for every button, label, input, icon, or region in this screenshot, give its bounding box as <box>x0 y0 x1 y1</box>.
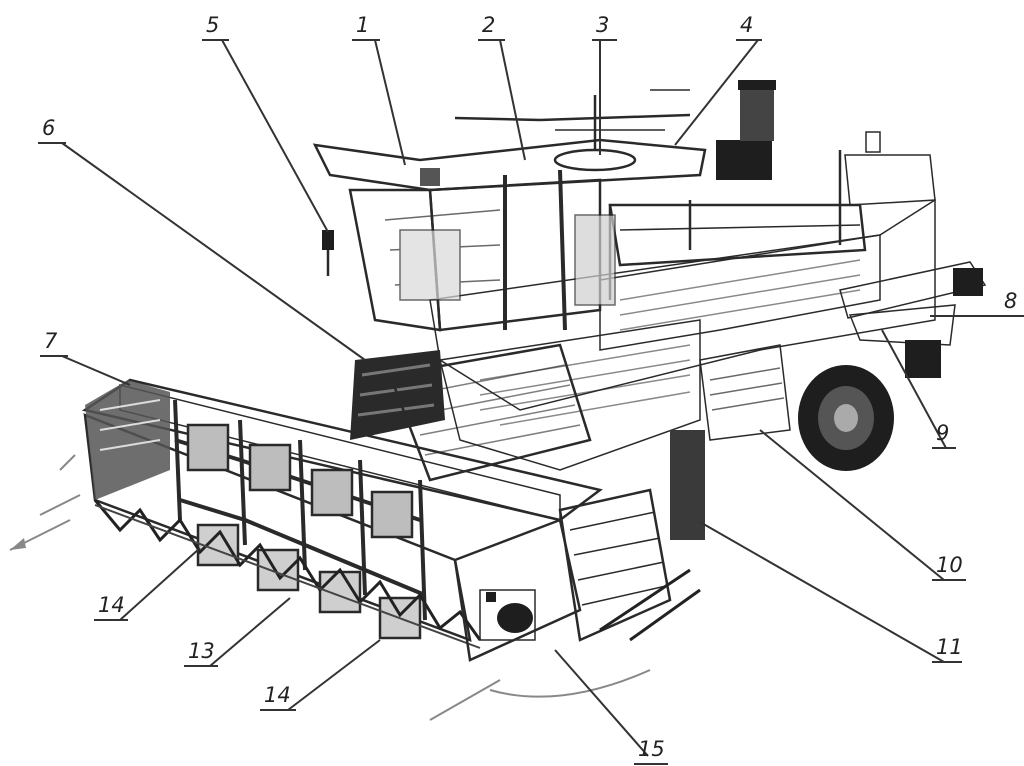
callout-label: 9 <box>936 421 949 445</box>
callout-label: 15 <box>638 737 665 761</box>
callout-c11: 11 <box>699 521 963 663</box>
callout-c6: 6 <box>38 116 366 361</box>
callout-label: 3 <box>596 13 609 37</box>
callout-label: 11 <box>936 635 963 659</box>
unloading-auger <box>839 261 987 378</box>
callout-label: 10 <box>936 553 963 577</box>
side-panel <box>670 344 791 540</box>
callout-c13: 13 <box>184 597 291 667</box>
leader-line <box>61 142 366 361</box>
callout-label: 6 <box>42 116 55 140</box>
callout-c1b: 7 <box>40 329 131 386</box>
cutter-bar-fingers <box>93 499 482 649</box>
callout-label: 1 <box>356 13 369 37</box>
header-reel <box>81 378 603 642</box>
callout-c1a: 1 <box>352 13 406 166</box>
feeder-house <box>388 343 592 482</box>
leader-line <box>209 597 291 667</box>
callout-label: 5 <box>206 13 219 37</box>
leader-line <box>499 39 526 161</box>
leader-line <box>554 649 649 757</box>
callout-c2: 2 <box>478 13 526 161</box>
engine-exhaust <box>716 80 776 180</box>
leader-line <box>221 39 329 233</box>
callout-c10: 10 <box>759 429 966 581</box>
main-body <box>429 198 936 471</box>
callout-label: 13 <box>188 639 215 663</box>
callout-label: 14 <box>264 683 291 707</box>
leader-line <box>699 521 945 663</box>
callout-c15: 15 <box>554 649 668 765</box>
header-end-box <box>453 518 582 662</box>
callout-label: 7 <box>44 329 58 353</box>
callout-c4: 4 <box>674 13 762 146</box>
leader-line <box>881 329 947 449</box>
callout-c14b: 14 <box>260 639 381 711</box>
motion-arrows <box>9 454 651 721</box>
callouts: 1 2 3 4 5 6 7 8 9 10 11 14 13 14 15 <box>38 13 1024 765</box>
leader-line <box>61 355 131 386</box>
header-auger-drum <box>558 488 701 642</box>
callout-c5: 5 <box>202 13 329 233</box>
callout-c3: 3 <box>592 13 617 155</box>
callout-c14a: 14 <box>94 547 201 621</box>
callout-c8: 8 <box>930 289 1024 317</box>
leader-line <box>287 639 381 711</box>
callout-label: 14 <box>98 593 125 617</box>
callout-c9: 9 <box>881 329 956 449</box>
leader-line <box>374 39 406 166</box>
leader-line <box>119 547 201 621</box>
machine-illustration <box>9 80 987 721</box>
side-light <box>322 230 334 276</box>
leader-line <box>674 39 759 146</box>
rear-wheel <box>798 365 894 471</box>
callout-label: 2 <box>482 13 495 37</box>
callout-label: 8 <box>1004 289 1017 313</box>
callout-label: 4 <box>740 13 753 37</box>
leader-line <box>759 429 945 581</box>
cab <box>312 89 707 332</box>
